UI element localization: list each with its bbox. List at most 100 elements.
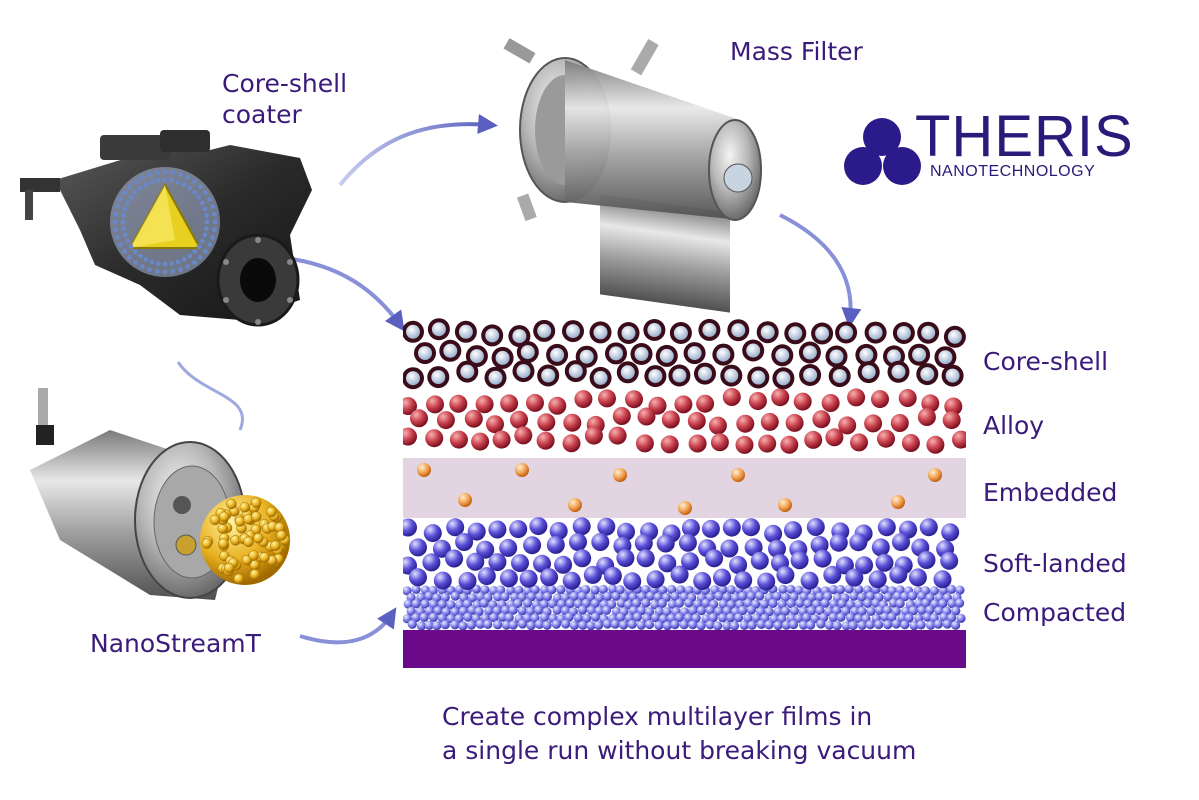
embedded-particle: [515, 463, 529, 477]
compacted-particle: [667, 599, 678, 610]
compacted-particle: [508, 605, 518, 615]
compacted-particle: [662, 607, 672, 617]
arrow-stream-to-coater: [176, 361, 244, 431]
gold-atom: [270, 540, 281, 551]
compacted-particle: [857, 606, 867, 616]
shell-atom: [204, 219, 210, 225]
compacted-particle: [865, 620, 875, 630]
core-shell-layer: [403, 318, 966, 390]
shell-atom: [112, 219, 118, 225]
shell-atom: [181, 257, 187, 262]
compacted-particle: [875, 605, 885, 615]
compacted-particle: [922, 612, 932, 622]
alloy-particle: [635, 434, 654, 453]
core-shell-particle-core: [431, 322, 446, 337]
compacted-particle: [667, 584, 677, 595]
shell-atom: [185, 264, 191, 269]
compacted-particle: [411, 613, 421, 623]
shell-atom: [154, 170, 160, 176]
compacted-particle: [883, 592, 893, 602]
compacted-particle: [917, 591, 927, 601]
alloy-particle: [785, 413, 804, 432]
compacted-particle: [636, 620, 646, 630]
compacted-particle: [755, 591, 765, 601]
gold-atom: [248, 550, 259, 561]
shell-atom: [128, 194, 134, 200]
alloy-particle: [942, 411, 961, 430]
compacted-particle: [446, 600, 456, 610]
compacted-particle: [773, 607, 783, 617]
compacted-particle: [650, 613, 661, 623]
compacted-particle: [416, 621, 426, 631]
compacted-particle: [828, 585, 839, 595]
core-shell-particle-core: [751, 370, 766, 385]
compacted-particle: [734, 613, 744, 623]
alloy-particle: [426, 395, 444, 414]
shell-atom: [170, 269, 176, 274]
compacted-layer: [403, 584, 966, 631]
compacted-particle: [857, 620, 867, 631]
shell-atom: [132, 189, 138, 195]
soft-landed-particle: [729, 556, 748, 574]
compacted-particle: [407, 619, 417, 629]
compacted-particle: [786, 598, 796, 609]
compacted-particle: [888, 598, 899, 608]
shell-atom: [133, 260, 139, 265]
compacted-particle: [530, 585, 540, 595]
compacted-particle: [483, 619, 493, 630]
soft-landed-particle: [813, 549, 832, 568]
compacted-particle: [939, 612, 949, 622]
soft-landed-particle: [713, 568, 731, 587]
compacted-particle: [798, 620, 809, 630]
compacted-particle: [803, 599, 813, 609]
compacted-particle: [440, 592, 450, 603]
compacted-particle: [835, 584, 846, 595]
core-shell-particle-core: [579, 349, 594, 364]
alloy-particle: [825, 428, 844, 447]
gold-atom: [243, 536, 254, 548]
shell-atom: [200, 200, 205, 206]
arrow-coater-to-filter: [338, 114, 498, 187]
compacted-particle: [925, 605, 935, 615]
alloy-particle: [901, 434, 920, 452]
alloy-particle: [500, 394, 519, 413]
shell-atom: [196, 194, 202, 200]
compacted-particle: [718, 599, 729, 609]
compacted-particle: [602, 619, 613, 629]
compacted-particle: [891, 619, 901, 629]
compacted-particle: [582, 613, 592, 624]
gold-atom: [223, 562, 235, 574]
compacted-particle: [561, 619, 571, 629]
compacted-particle: [816, 619, 826, 629]
compacted-particle: [871, 598, 881, 608]
compacted-particle: [857, 592, 867, 602]
shell-atom: [203, 190, 208, 196]
compacted-particle: [539, 599, 549, 610]
core-shell-particle-core: [802, 345, 817, 360]
compacted-particle: [508, 620, 518, 630]
shell-atom: [139, 175, 145, 180]
compacted-particle: [632, 612, 643, 622]
soft-landed-particle: [616, 549, 635, 568]
shell-atom: [169, 178, 175, 183]
substrate: [403, 630, 966, 668]
shell-atom: [204, 226, 209, 232]
core-shell-particle-core: [495, 350, 510, 365]
soft-landed-particle: [877, 518, 896, 537]
shell-atom: [127, 184, 132, 190]
soft-landed-particle: [409, 538, 427, 557]
core-shell-particle-core: [541, 368, 556, 383]
compacted-particle: [837, 599, 847, 609]
soft-landed-layer: [403, 517, 960, 591]
alloy-particle: [708, 416, 727, 435]
compacted-particle: [846, 600, 856, 610]
alloy-particle: [449, 430, 468, 449]
alloy-particle: [475, 395, 494, 414]
compacted-particle: [768, 598, 778, 609]
logo-name: THERIS: [915, 104, 1134, 169]
alloy-particle: [771, 388, 790, 407]
core-shell-particle-core: [815, 326, 830, 341]
compacted-particle: [947, 598, 957, 609]
embedded-particle: [568, 498, 582, 512]
coater-label-line2: coater: [222, 100, 302, 130]
